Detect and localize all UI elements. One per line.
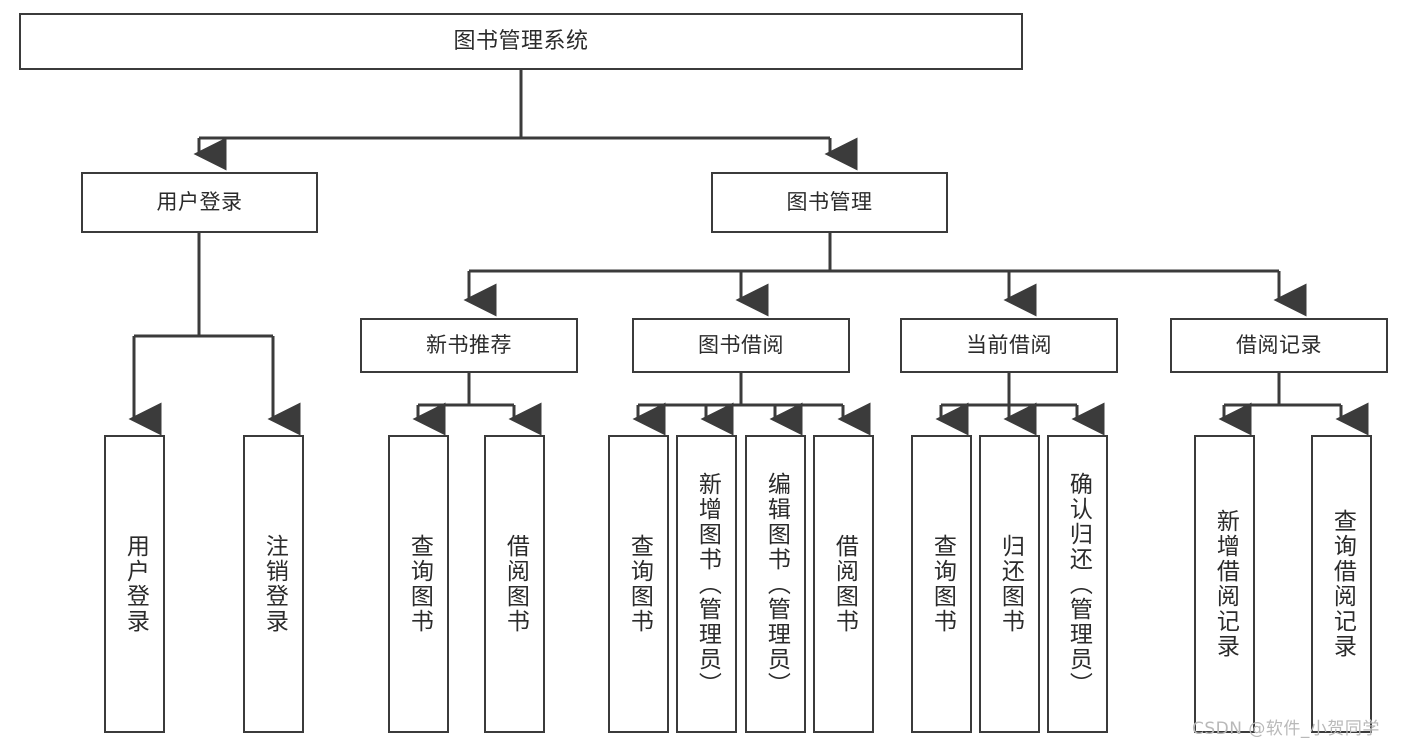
node-user-login-label: 用户登录 (156, 190, 243, 215)
node-current-borrow[interactable]: 当前借阅 (900, 318, 1118, 373)
leaf-add-borrow-record-label: 新增借阅记录 (1212, 509, 1239, 659)
node-book-borrow-label: 图书借阅 (698, 333, 784, 358)
leaf-query-book-new-label: 查询图书 (406, 534, 433, 634)
node-user-login[interactable]: 用户登录 (81, 172, 318, 233)
leaf-borrow-book-new[interactable]: 借阅图书 (484, 435, 545, 733)
node-borrow-record[interactable]: 借阅记录 (1170, 318, 1388, 373)
leaf-add-borrow-record[interactable]: 新增借阅记录 (1194, 435, 1255, 733)
node-book-management[interactable]: 图书管理 (711, 172, 948, 233)
leaf-confirm-return-admin-label: 确认归还（管理员） (1065, 471, 1092, 697)
node-book-borrow[interactable]: 图书借阅 (632, 318, 850, 373)
leaf-edit-book-admin[interactable]: 编辑图书（管理员） (745, 435, 806, 733)
node-root-label: 图书管理系统 (453, 28, 589, 54)
node-borrow-record-label: 借阅记录 (1236, 333, 1322, 358)
leaf-borrow-book[interactable]: 借阅图书 (813, 435, 874, 733)
leaf-query-borrow-record[interactable]: 查询借阅记录 (1311, 435, 1372, 733)
node-new-book-recommend-label: 新书推荐 (426, 333, 512, 358)
leaf-return-book-label: 归还图书 (997, 534, 1024, 634)
csdn-watermark: CSDN @软件_小贺同学 (1192, 719, 1380, 739)
leaf-borrow-book-new-label: 借阅图书 (502, 534, 529, 634)
node-book-management-label: 图书管理 (786, 190, 873, 215)
leaf-confirm-return-admin[interactable]: 确认归还（管理员） (1047, 435, 1108, 733)
leaf-query-book-borrow[interactable]: 查询图书 (608, 435, 669, 733)
leaf-query-borrow-record-label: 查询借阅记录 (1329, 509, 1356, 659)
leaf-query-book-borrow-label: 查询图书 (626, 534, 653, 634)
leaf-add-book-admin[interactable]: 新增图书（管理员） (676, 435, 737, 733)
leaf-query-book-current-label: 查询图书 (929, 534, 956, 634)
node-current-borrow-label: 当前借阅 (966, 333, 1052, 358)
leaf-return-book[interactable]: 归还图书 (979, 435, 1040, 733)
leaf-borrow-book-label: 借阅图书 (831, 534, 858, 634)
leaf-edit-book-admin-label: 编辑图书（管理员） (763, 471, 790, 697)
leaf-logout-label: 注销登录 (261, 534, 288, 634)
leaf-user-login-label: 用户登录 (122, 534, 149, 634)
node-root[interactable]: 图书管理系统 (19, 13, 1023, 70)
leaf-user-login[interactable]: 用户登录 (104, 435, 165, 733)
node-new-book-recommend[interactable]: 新书推荐 (360, 318, 578, 373)
leaf-query-book-current[interactable]: 查询图书 (911, 435, 972, 733)
leaf-query-book-new[interactable]: 查询图书 (388, 435, 449, 733)
leaf-logout[interactable]: 注销登录 (243, 435, 304, 733)
leaf-add-book-admin-label: 新增图书（管理员） (694, 471, 721, 697)
